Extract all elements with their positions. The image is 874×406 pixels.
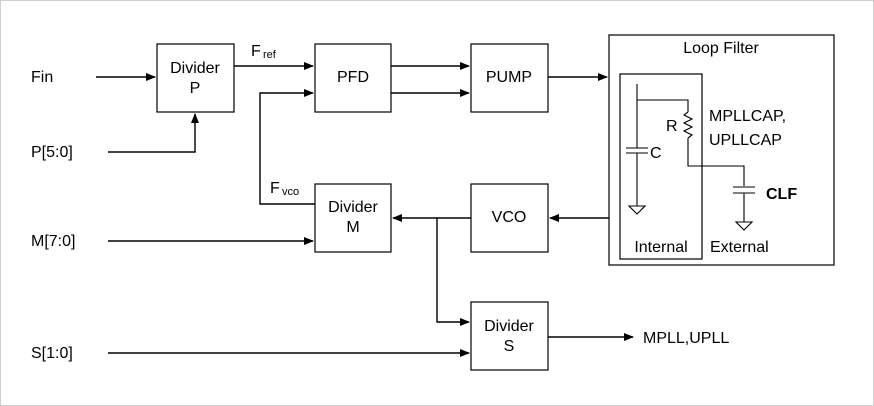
vco-label: VCO xyxy=(492,209,527,226)
input-s-label: S[1:0] xyxy=(31,345,73,362)
vco-block: VCO xyxy=(470,183,549,253)
input-m-label: M[7:0] xyxy=(31,233,75,250)
divider-m-label-line2: M xyxy=(346,219,359,236)
output-label: MPLL,UPLL xyxy=(643,330,729,347)
divider-p-block: Divider P xyxy=(156,43,235,113)
pump-label: PUMP xyxy=(486,69,532,86)
fref-label: F ref xyxy=(251,43,277,61)
divider-m-block: Divider M xyxy=(314,183,392,253)
loop-filter-title: Loop Filter xyxy=(683,40,759,57)
resistor-symbol xyxy=(682,111,694,139)
wire-p-to-divider-p xyxy=(108,113,199,153)
divider-p-label-line1: Divider xyxy=(170,60,220,77)
cap-names-line1: MPLLCAP, xyxy=(709,108,786,125)
divider-s-label-line2: S xyxy=(504,338,515,355)
loop-filter-block: Loop Filter Internal External R C MPLLCA… xyxy=(608,34,835,266)
divider-m-label-line1: Divider xyxy=(328,199,378,216)
divider-p-label-line2: P xyxy=(190,80,201,97)
fvco-sub: vco xyxy=(282,186,299,198)
fref-main: F xyxy=(251,43,261,60)
divider-s-label-line1: Divider xyxy=(484,318,534,335)
input-p-label: P[5:0] xyxy=(31,144,73,161)
fvco-label: F vco xyxy=(270,180,299,198)
fvco-main: F xyxy=(270,180,280,197)
pump-block: PUMP xyxy=(470,43,549,113)
lf-top-rail xyxy=(637,99,689,112)
clf-label: CLF xyxy=(766,186,797,203)
pfd-label: PFD xyxy=(337,69,369,86)
wire-fvco-feedback xyxy=(259,89,315,205)
fref-sub: ref xyxy=(263,49,277,61)
resistor-label: R xyxy=(666,118,678,135)
pfd-block: PFD xyxy=(314,43,392,113)
divider-s-block: Divider S xyxy=(470,301,549,371)
wire-vco-to-divider-s xyxy=(436,218,470,326)
capacitor-label: C xyxy=(650,145,662,162)
input-fin-label: Fin xyxy=(31,69,53,86)
lf-external-rail xyxy=(687,138,745,186)
cap-names-line2: UPLLCAP xyxy=(709,132,782,149)
ground-external-icon xyxy=(734,221,754,231)
internal-label: Internal xyxy=(634,239,687,256)
external-label: External xyxy=(710,239,769,256)
ground-internal-icon xyxy=(627,205,647,215)
